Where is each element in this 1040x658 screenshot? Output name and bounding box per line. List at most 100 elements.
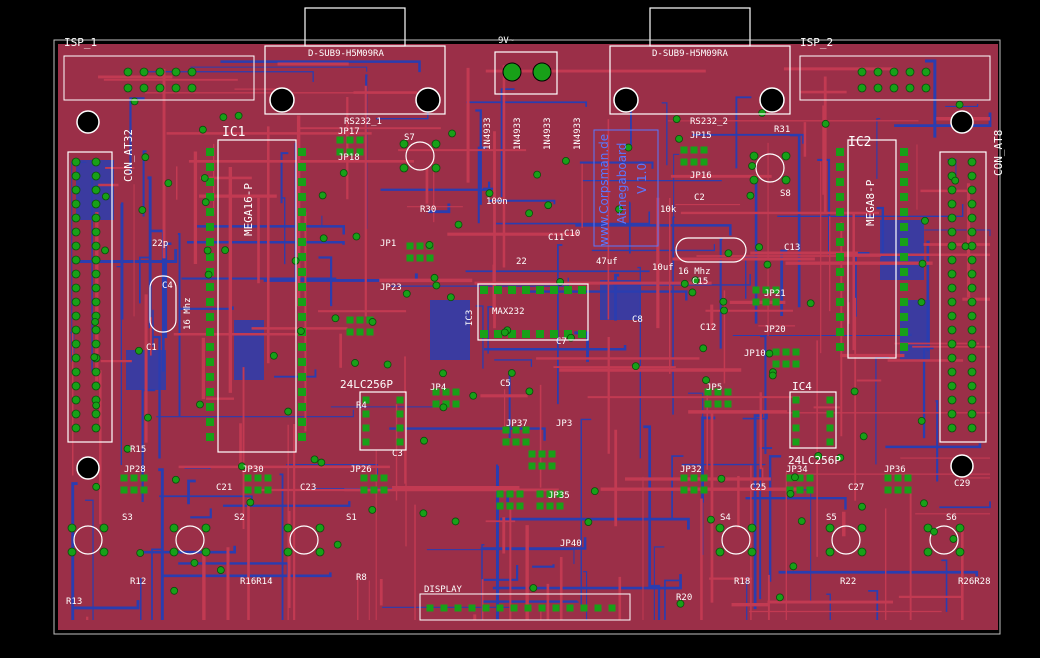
bottom-trace bbox=[286, 463, 378, 475]
pad-square bbox=[528, 450, 536, 458]
pad-square bbox=[792, 410, 800, 418]
pad bbox=[500, 328, 509, 337]
bottom-trace bbox=[591, 244, 716, 252]
bottom-trace bbox=[196, 225, 345, 235]
pad bbox=[339, 169, 348, 177]
pad bbox=[203, 246, 212, 255]
pad-square bbox=[120, 474, 128, 482]
pad bbox=[615, 205, 623, 214]
pad bbox=[688, 288, 697, 297]
pad bbox=[590, 487, 599, 496]
pad bbox=[171, 475, 180, 484]
bottom-trace bbox=[177, 232, 181, 417]
pad-square bbox=[516, 490, 524, 498]
pad bbox=[99, 547, 109, 557]
pad bbox=[138, 206, 147, 214]
bottom-trace bbox=[575, 224, 732, 236]
pad-square bbox=[360, 474, 368, 482]
con-at32-outline bbox=[67, 151, 113, 443]
pad bbox=[967, 381, 977, 391]
bottom-trace bbox=[579, 161, 654, 169]
pad bbox=[967, 325, 977, 335]
pad-square bbox=[298, 343, 306, 351]
switch-outline bbox=[73, 525, 103, 555]
reference-label: JP21 bbox=[764, 289, 786, 299]
reference-label: JP36 bbox=[884, 465, 906, 475]
pad bbox=[351, 359, 359, 367]
pad bbox=[71, 269, 81, 279]
pad-square bbox=[792, 348, 800, 356]
pad bbox=[691, 276, 700, 285]
pad bbox=[71, 213, 81, 223]
mount-hole-3 bbox=[950, 110, 974, 134]
pad-square bbox=[494, 286, 502, 294]
pad-square bbox=[782, 360, 790, 368]
pad bbox=[139, 83, 149, 93]
reference-label: C5 bbox=[500, 379, 511, 389]
pad bbox=[315, 523, 325, 533]
bottom-trace bbox=[162, 572, 332, 578]
pad bbox=[315, 547, 325, 557]
reference-label: C25 bbox=[750, 483, 766, 493]
isp1-header bbox=[63, 55, 255, 101]
pad bbox=[918, 259, 927, 268]
reference-label: JP37 bbox=[506, 419, 528, 429]
brand-name: Atmegaboard bbox=[615, 143, 629, 224]
pad-square bbox=[440, 604, 448, 612]
pad bbox=[858, 502, 866, 511]
pad-square bbox=[724, 388, 732, 396]
reference-label: R16R14 bbox=[240, 577, 273, 587]
pad-square bbox=[506, 502, 514, 510]
reference-label: C8 bbox=[632, 315, 643, 325]
bottom-trace bbox=[141, 389, 156, 502]
pad bbox=[141, 153, 150, 162]
bottom-trace bbox=[673, 153, 680, 270]
pad bbox=[92, 401, 101, 410]
pad-square bbox=[900, 268, 908, 276]
pad bbox=[71, 339, 81, 349]
pad-square bbox=[548, 462, 556, 470]
bottom-trace bbox=[187, 479, 196, 505]
pad bbox=[967, 423, 977, 433]
pad-square bbox=[502, 438, 510, 446]
pad-square bbox=[836, 283, 844, 291]
pad bbox=[724, 249, 733, 258]
pad bbox=[91, 269, 101, 279]
crystal-right bbox=[675, 237, 747, 263]
dsub-right-hole-1 bbox=[613, 87, 639, 113]
pad bbox=[399, 163, 409, 173]
power-pin-2 bbox=[532, 62, 552, 82]
power-label: 9V~ bbox=[498, 36, 515, 46]
pad-square bbox=[508, 286, 516, 294]
bottom-trace bbox=[153, 335, 161, 459]
pad-square bbox=[298, 193, 306, 201]
pad bbox=[529, 584, 538, 592]
bottom-trace bbox=[426, 549, 575, 565]
pad-square bbox=[366, 328, 374, 336]
bottom-trace bbox=[164, 242, 172, 339]
bottom-pour bbox=[234, 320, 264, 380]
pad bbox=[967, 339, 977, 349]
pad-square bbox=[298, 388, 306, 396]
pad bbox=[284, 407, 293, 416]
pad-square bbox=[206, 313, 214, 321]
pad bbox=[67, 547, 77, 557]
pad-square bbox=[552, 604, 560, 612]
pad-square bbox=[796, 474, 804, 482]
ic3-label: IC3 bbox=[465, 310, 475, 326]
pad-square bbox=[680, 486, 688, 494]
pad bbox=[198, 125, 207, 134]
pad-square bbox=[556, 502, 564, 510]
pad bbox=[246, 498, 255, 507]
pad-square bbox=[594, 604, 602, 612]
reference-labels: JP17JP18JP1JP23JP15JP16JP20JP21JP10JP4JP… bbox=[66, 125, 991, 607]
pad bbox=[525, 387, 534, 396]
pad bbox=[92, 482, 101, 491]
pad bbox=[947, 213, 957, 223]
pad bbox=[91, 171, 101, 181]
pad bbox=[297, 327, 305, 335]
pad bbox=[101, 192, 110, 201]
pad bbox=[873, 83, 883, 93]
pad bbox=[425, 241, 434, 249]
reference-label: JP28 bbox=[124, 465, 146, 475]
